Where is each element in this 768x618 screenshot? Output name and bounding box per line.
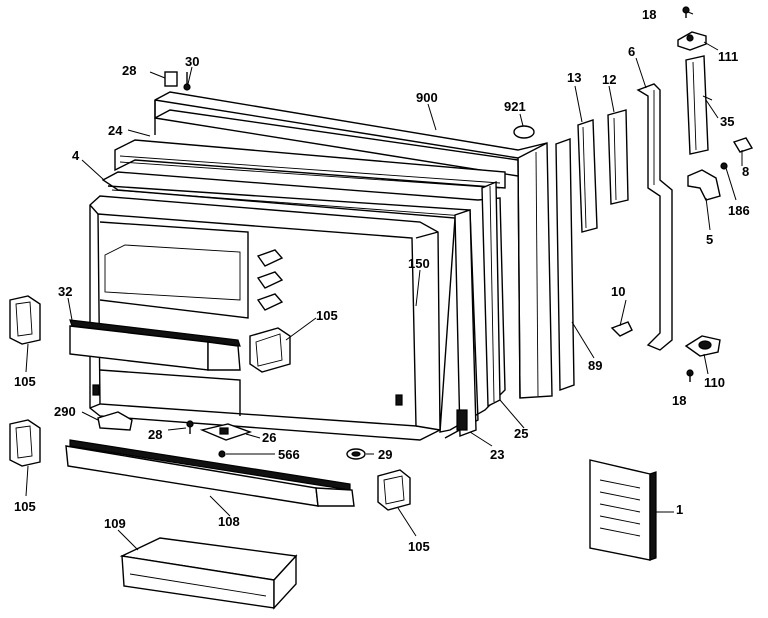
inner-liner-panel xyxy=(89,195,441,441)
label-5: 5 xyxy=(706,232,713,247)
label-109: 109 xyxy=(104,516,126,531)
label-150: 150 xyxy=(408,256,430,271)
screw-566 xyxy=(218,450,226,458)
label-105-top: 105 xyxy=(316,308,338,323)
plate-8 xyxy=(732,137,754,153)
label-290: 290 xyxy=(54,404,76,419)
label-105-left1: 105 xyxy=(14,374,36,389)
trim-12 xyxy=(607,109,629,205)
label-8: 8 xyxy=(742,164,749,179)
end-cap-105-top-left xyxy=(9,295,41,345)
label-108: 108 xyxy=(218,514,240,529)
label-10: 10 xyxy=(611,284,625,299)
trim-13 xyxy=(577,119,598,233)
label-105-bot: 105 xyxy=(408,539,430,554)
hinge-5 xyxy=(687,169,721,201)
instruction-booklet-1 xyxy=(589,459,657,561)
hinge-cover-110 xyxy=(684,335,721,357)
label-921: 921 xyxy=(504,99,526,114)
label-24: 24 xyxy=(108,123,123,138)
gasket-strip-23 xyxy=(454,209,477,438)
shelf-108 xyxy=(65,439,355,507)
label-23: 23 xyxy=(490,447,504,462)
bin-109 xyxy=(119,537,298,610)
screw-18-bot xyxy=(686,369,694,382)
label-28-top: 28 xyxy=(122,63,136,78)
screw-30 xyxy=(183,72,191,91)
label-566: 566 xyxy=(278,447,300,462)
block-290 xyxy=(97,411,133,431)
end-cap-105-center xyxy=(249,327,291,373)
label-29: 29 xyxy=(378,447,392,462)
label-30: 30 xyxy=(185,54,199,69)
label-13: 13 xyxy=(567,70,581,85)
label-12: 12 xyxy=(602,72,616,87)
label-32: 32 xyxy=(58,284,72,299)
label-900: 900 xyxy=(416,90,438,105)
plug-28-top xyxy=(164,71,178,87)
part-labels: 18 111 28 30 6 13 12 900 921 35 24 8 4 1… xyxy=(14,7,750,554)
stop-10 xyxy=(610,321,633,337)
trim-strip-89 xyxy=(555,138,575,391)
end-cap-105-bottom xyxy=(377,469,411,511)
hinge-bracket-111 xyxy=(677,31,707,51)
shelf-32 xyxy=(69,319,241,371)
label-4: 4 xyxy=(72,148,80,163)
label-35: 35 xyxy=(720,114,734,129)
cap-921 xyxy=(513,125,535,139)
label-186: 186 xyxy=(728,203,750,218)
rail-35 xyxy=(685,55,709,155)
washer-29 xyxy=(346,448,366,460)
screw-186 xyxy=(720,162,728,170)
leader-lines xyxy=(25,11,743,551)
screw-18-top xyxy=(682,6,690,18)
label-1: 1 xyxy=(676,502,683,517)
label-26: 26 xyxy=(262,430,276,445)
label-18-top: 18 xyxy=(642,7,656,22)
label-111: 111 xyxy=(718,49,738,64)
screw-28-mid xyxy=(186,420,194,434)
label-110: 110 xyxy=(704,375,725,390)
label-18-bot: 18 xyxy=(672,393,686,408)
label-25: 25 xyxy=(514,426,528,441)
door-gasket-24 xyxy=(114,139,506,189)
label-28-mid: 28 xyxy=(148,427,162,442)
hinge-bar-6 xyxy=(636,83,673,351)
label-6: 6 xyxy=(628,44,635,59)
bracket-26 xyxy=(199,423,253,441)
label-89: 89 xyxy=(588,358,602,373)
label-105-left2: 105 xyxy=(14,499,36,514)
door-frame-900 xyxy=(154,91,553,399)
end-cap-105-mid-left xyxy=(9,419,41,467)
